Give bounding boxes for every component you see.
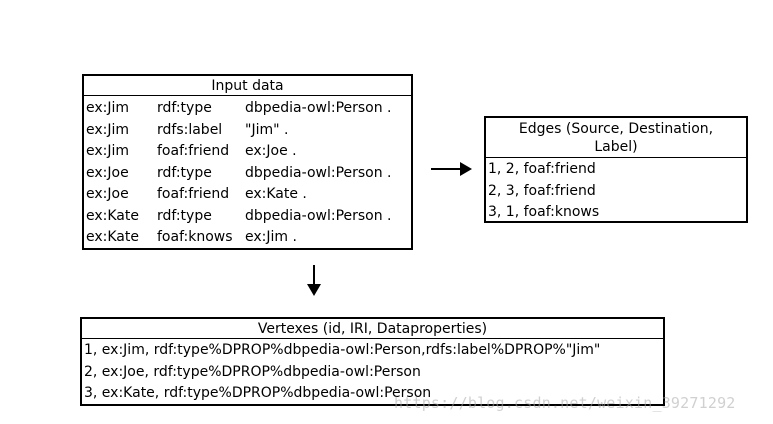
edge-row: 3, 1, foaf:knows — [488, 204, 600, 220]
right-arrow-icon — [431, 162, 472, 176]
triple-predicate: foaf:friend — [157, 143, 230, 159]
triple-object: ex:Joe . — [245, 143, 297, 159]
triple-row: ex:Joe foaf:friend ex:Kate . — [86, 184, 411, 206]
triple-predicate: rdf:type — [157, 164, 212, 181]
triple-row: ex:Jim foaf:friend ex:Joe . — [86, 141, 411, 163]
vertexes-title: Vertexes (id, IRI, Dataproperties) — [82, 319, 663, 339]
triple-subject: ex:Jim — [86, 121, 130, 138]
triple-subject: ex:Kate — [86, 207, 139, 224]
triple-predicate: foaf:friend — [157, 186, 230, 202]
vertex-row: 2, ex:Joe, rdf:type%DPROP%dbpedia-owl:Pe… — [84, 363, 421, 380]
edge-row: 1, 2, foaf:friend — [488, 161, 596, 177]
edge-row: 2, 3, foaf:friend — [488, 182, 596, 199]
edges-table: Edges (Source, Destination, Label) 1, 2,… — [484, 116, 748, 223]
triple-predicate: foaf:knows — [157, 229, 233, 245]
triple-row: ex:Jim rdfs:label "Jim" . — [86, 120, 411, 142]
down-arrow-icon — [307, 265, 321, 296]
triple-subject: ex:Jim — [86, 143, 130, 159]
triple-subject: ex:Kate — [86, 229, 139, 245]
triple-subject: ex:Jim — [86, 100, 130, 116]
input-data-title: Input data — [84, 76, 411, 96]
triple-row: ex:Jim rdf:type dbpedia-owl:Person . — [86, 98, 411, 120]
triple-row: ex:Kate rdf:type dbpedia-owl:Person . — [86, 206, 411, 228]
triple-object: dbpedia-owl:Person . — [245, 164, 392, 181]
edges-title: Edges (Source, Destination, Label) — [486, 118, 746, 158]
vertex-row: 1, ex:Jim, rdf:type%DPROP%dbpedia-owl:Pe… — [84, 342, 601, 358]
edges-list: 1, 2, foaf:friend 2, 3, foaf:friend 3, 1… — [486, 158, 746, 224]
triples-list: ex:Jim rdf:type dbpedia-owl:Person . ex:… — [84, 96, 411, 249]
vertexes-table: Vertexes (id, IRI, Dataproperties) 1, ex… — [80, 317, 665, 406]
triple-predicate: rdf:type — [157, 100, 212, 116]
triple-object: ex:Kate . — [245, 186, 307, 202]
triple-row: ex:Kate foaf:knows ex:Jim . — [86, 227, 411, 249]
triple-subject: ex:Joe — [86, 164, 129, 181]
triple-object: ex:Jim . — [245, 229, 297, 245]
watermark-text: https://blog.csdn.net/weixin_39271292 — [394, 394, 736, 412]
triple-object: dbpedia-owl:Person . — [245, 207, 392, 224]
triple-predicate: rdfs:label — [157, 121, 223, 138]
triple-row: ex:Joe rdf:type dbpedia-owl:Person . — [86, 163, 411, 185]
triple-predicate: rdf:type — [157, 207, 212, 224]
vertexes-list: 1, ex:Jim, rdf:type%DPROP%dbpedia-owl:Pe… — [82, 339, 663, 405]
triple-object: dbpedia-owl:Person . — [245, 100, 392, 116]
triple-object: "Jim" . — [245, 121, 289, 138]
input-data-table: Input data ex:Jim rdf:type dbpedia-owl:P… — [82, 74, 413, 250]
vertex-row: 3, ex:Kate, rdf:type%DPROP%dbpedia-owl:P… — [84, 385, 432, 401]
triple-subject: ex:Joe — [86, 186, 129, 202]
